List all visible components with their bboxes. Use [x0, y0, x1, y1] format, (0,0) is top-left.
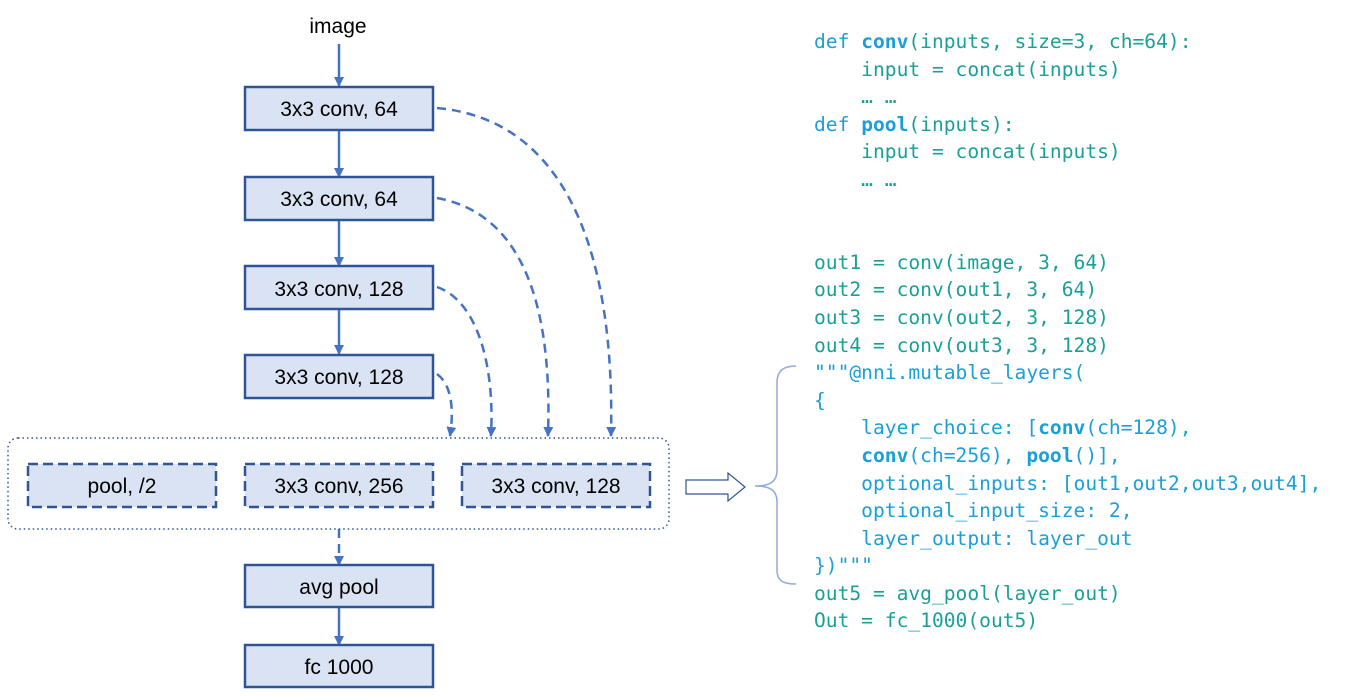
- choice-conv128: 3x3 conv, 128: [460, 462, 652, 509]
- code-text: input = concat(inputs): [814, 57, 1121, 81]
- code-text: """@nni.mutable_layers(: [814, 361, 1086, 385]
- code-text: [814, 444, 861, 467]
- code-text: (ch=128),: [1085, 416, 1192, 440]
- skip-conv1: [436, 106, 617, 437]
- code-line: optional_input_size: 2,: [814, 497, 1321, 525]
- code-line: input = concat(inputs): [814, 56, 1321, 84]
- code-function-name: conv: [1038, 416, 1086, 440]
- code-function-name: conv: [861, 443, 909, 467]
- code-text: (inputs, size=3, ch=64):: [908, 30, 1192, 53]
- code-text: {: [814, 388, 826, 412]
- code-line: out3 = conv(out2, 3, 128): [814, 304, 1321, 332]
- skip-conv3: [436, 285, 497, 437]
- layer-conv4: 3x3 conv, 128: [243, 353, 435, 400]
- code-text: def: [814, 30, 862, 53]
- code-text: … …: [814, 85, 897, 109]
- code-line: Out = fc_1000(out5): [814, 607, 1321, 635]
- right-arrow-icon: [685, 471, 746, 503]
- code-text: def: [814, 112, 862, 136]
- code-block: def conv(inputs, size=3, ch=64): input =…: [814, 28, 1321, 635]
- code-line: """@nni.mutable_layers(: [814, 359, 1321, 387]
- code-line: layer_output: layer_out: [814, 525, 1321, 553]
- code-text: optional_inputs: [out1,out2,out3,out4],: [814, 471, 1322, 495]
- code-line: layer_choice: [conv(ch=128),: [814, 414, 1321, 442]
- choice-pool-label: pool, /2: [88, 475, 157, 498]
- layer-conv2: 3x3 conv, 64: [243, 175, 435, 222]
- code-text: input = concat(inputs): [814, 140, 1121, 164]
- code-line: def pool(inputs):: [814, 111, 1321, 139]
- layer-fc: fc 1000: [243, 643, 435, 689]
- code-line: })""": [814, 552, 1321, 580]
- code-text: out4 = conv(out3, 3, 128): [814, 333, 1109, 357]
- code-line: out2 = conv(out1, 3, 64): [814, 276, 1321, 304]
- input-label: image: [309, 15, 366, 38]
- choice-conv256: 3x3 conv, 256: [243, 462, 435, 509]
- skip-conv2: [436, 196, 554, 437]
- code-function-name: conv: [861, 30, 909, 53]
- choice-conv128-label: 3x3 conv, 128: [491, 475, 620, 498]
- skip-connections: [334, 106, 617, 566]
- code-text: … …: [814, 167, 897, 191]
- layer-avgpool-label: avg pool: [299, 576, 378, 599]
- choice-conv256-label: 3x3 conv, 256: [274, 475, 403, 498]
- code-line: out4 = conv(out3, 3, 128): [814, 332, 1321, 360]
- code-line: {: [814, 387, 1321, 415]
- layer-conv4-label: 3x3 conv, 128: [274, 366, 403, 389]
- code-text: })""": [814, 554, 873, 578]
- layer-choice-container: [7, 437, 670, 530]
- curly-brace: [754, 365, 797, 585]
- layer-conv3-label: 3x3 conv, 128: [274, 278, 403, 301]
- code-text: out5 = avg_pool(layer_out): [814, 581, 1121, 605]
- code-text: layer_output: layer_out: [814, 526, 1133, 550]
- code-text: Out = fc_1000(out5): [814, 609, 1039, 633]
- code-function-name: pool: [861, 112, 909, 136]
- code-line: out1 = conv(image, 3, 64): [814, 249, 1321, 277]
- code-function-name: pool: [1026, 443, 1074, 467]
- choice-pool: pool, /2: [26, 462, 218, 509]
- code-text: (inputs):: [908, 112, 1015, 136]
- layer-fc-label: fc 1000: [305, 656, 374, 679]
- code-line: def conv(inputs, size=3, ch=64):: [814, 28, 1321, 56]
- code-line: input = concat(inputs): [814, 138, 1321, 166]
- code-line: … …: [814, 166, 1321, 194]
- code-line: [814, 221, 1321, 249]
- code-text: ()],: [1073, 443, 1121, 467]
- code-line: [814, 194, 1321, 222]
- code-text: (ch=256),: [908, 443, 1027, 467]
- code-text: out3 = conv(out2, 3, 128): [814, 305, 1109, 329]
- code-line: out5 = avg_pool(layer_out): [814, 580, 1321, 608]
- layer-conv3: 3x3 conv, 128: [243, 264, 435, 311]
- code-line: optional_inputs: [out1,out2,out3,out4],: [814, 470, 1321, 498]
- layer-conv1: 3x3 conv, 64: [243, 85, 435, 132]
- code-text: layer_choice: [: [814, 416, 1039, 440]
- code-text: optional_input_size: 2,: [814, 499, 1133, 523]
- code-text: out2 = conv(out1, 3, 64): [814, 278, 1098, 302]
- layer-conv2-label: 3x3 conv, 64: [280, 188, 398, 211]
- code-line: … …: [814, 83, 1321, 111]
- code-line: conv(ch=256), pool()],: [814, 442, 1321, 470]
- code-text: out1 = conv(image, 3, 64): [814, 250, 1109, 274]
- skip-conv4: [436, 372, 457, 437]
- layer-conv1-label: 3x3 conv, 64: [280, 98, 398, 121]
- layer-avgpool: avg pool: [243, 563, 435, 609]
